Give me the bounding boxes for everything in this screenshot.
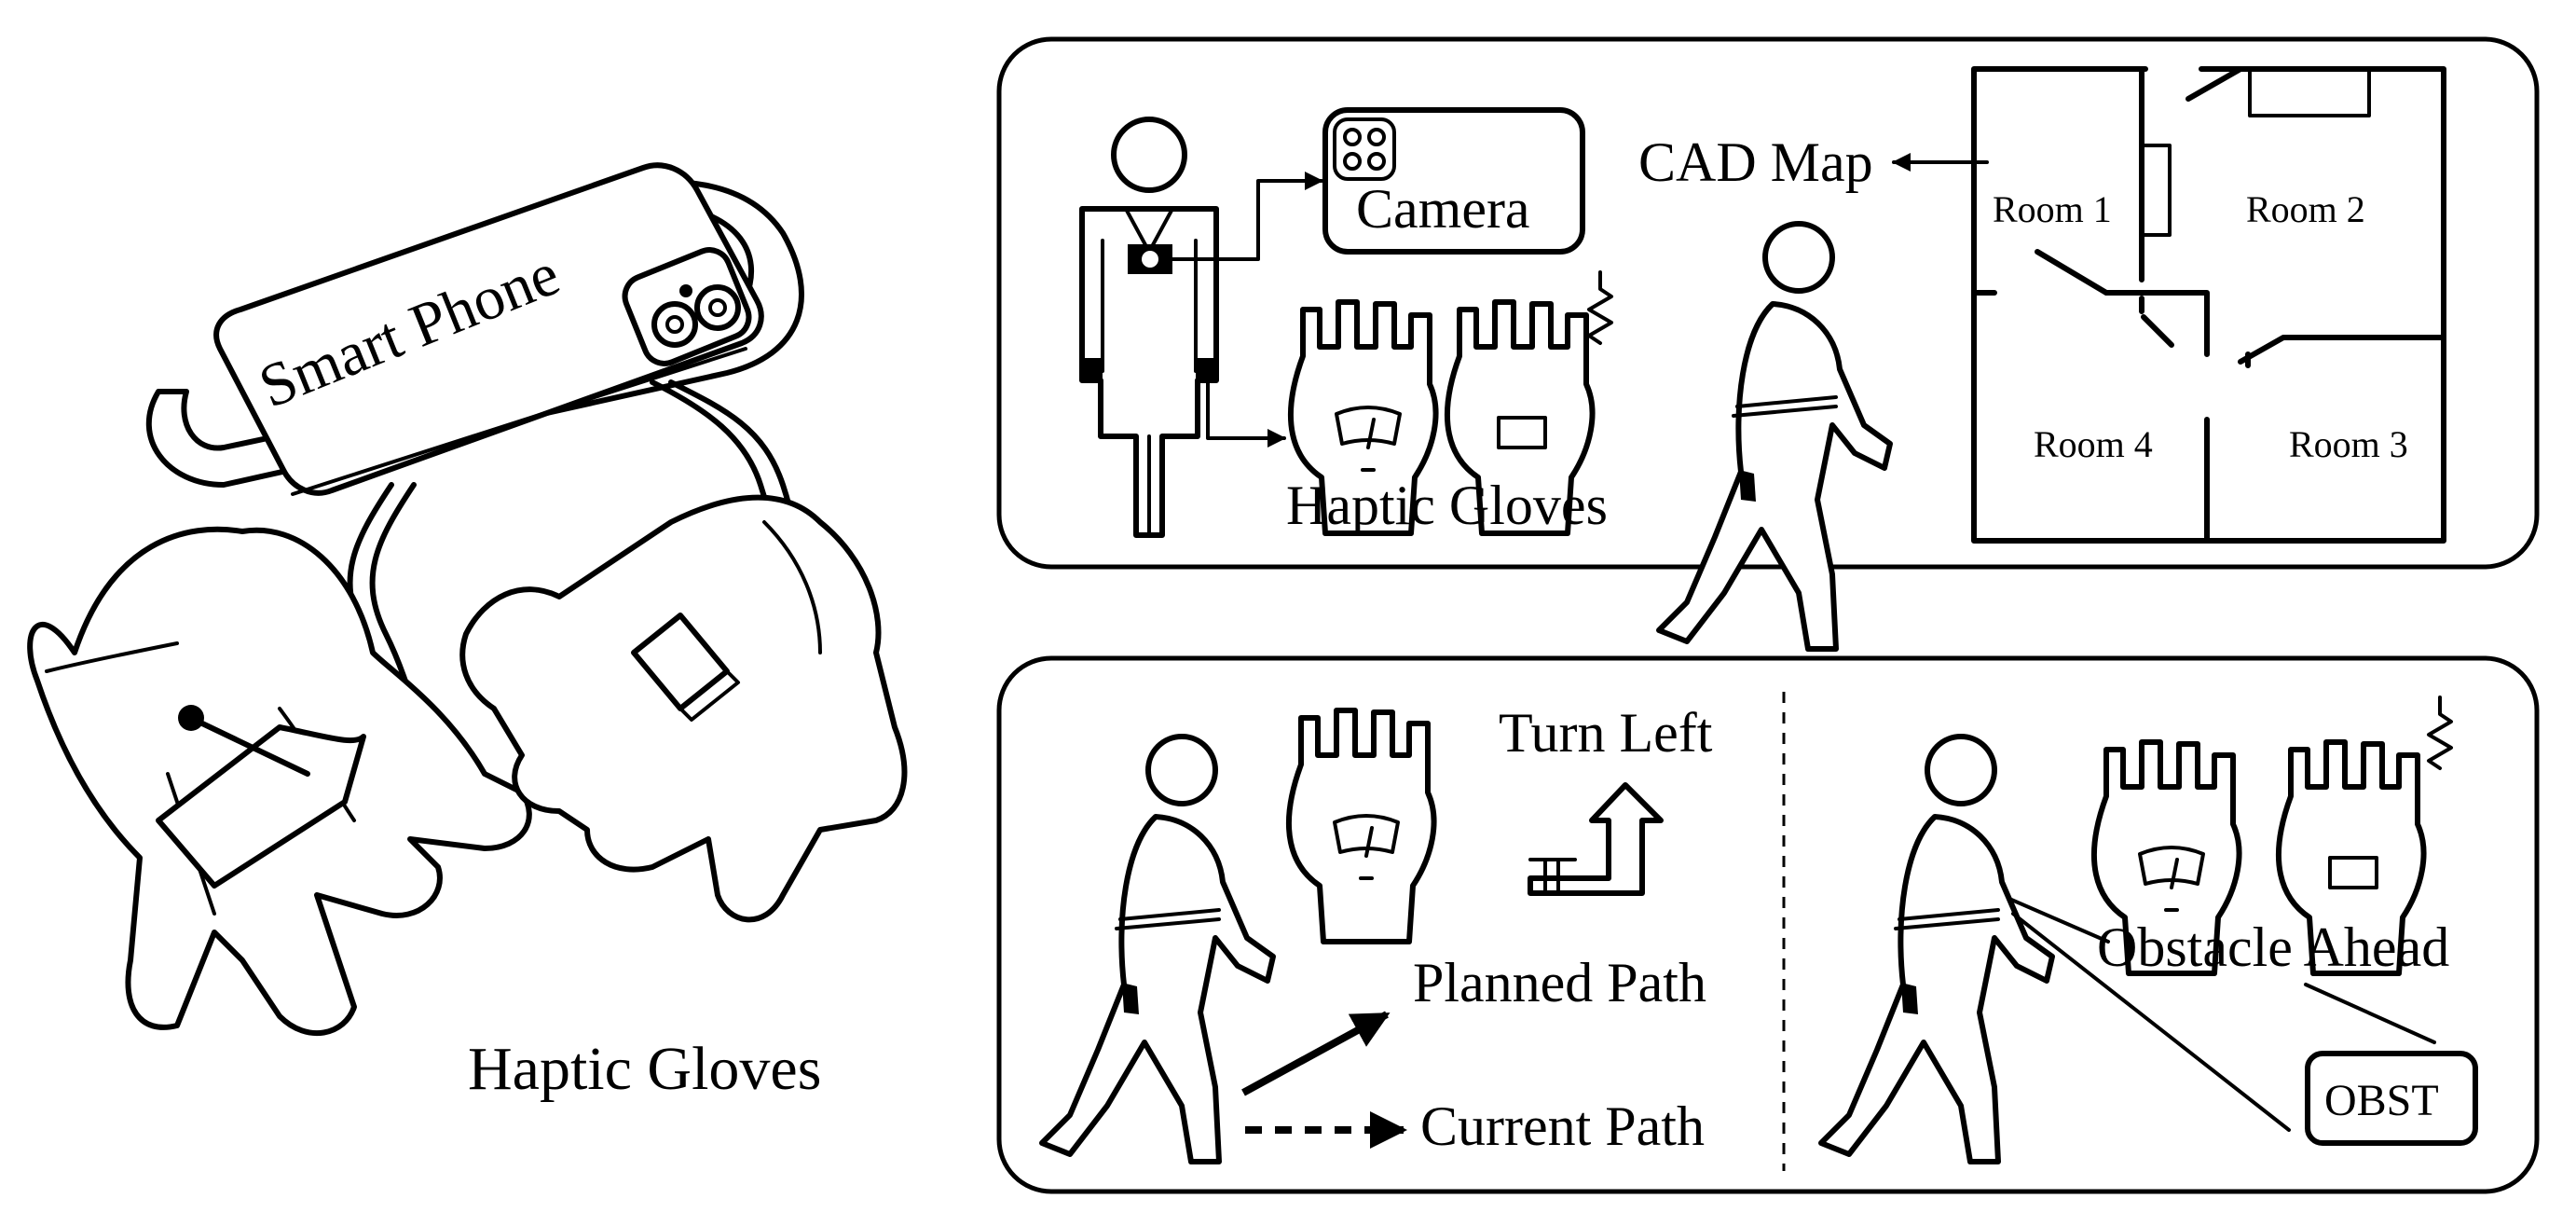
smartphone: Smart Phone: [213, 162, 764, 496]
turn-left-arrow-icon: [1528, 782, 1664, 896]
room-4-label: Room 4: [2034, 423, 2153, 465]
obst-sign: [2305, 1051, 2478, 1146]
obstacle-ahead-label: Obstacle Ahead: [2097, 916, 2449, 978]
walking-user-figure: [1821, 737, 2052, 1162]
obst-sign-label: OBST: [2324, 1076, 2439, 1125]
system-setup-panel: Camera Haptic Gloves CAD Map Room 1 Roo: [996, 36, 2540, 649]
vibration-signal-icon: [1587, 270, 1613, 345]
current-path-label: Current Path: [1420, 1095, 1705, 1157]
vibration-signal-icon: [2427, 696, 2453, 770]
glove-with-vibration-motor: [459, 494, 908, 923]
cad-map-label: CAD Map: [1638, 131, 1873, 193]
sensing-line: [2011, 912, 2291, 1132]
glove-with-gauge: [27, 526, 532, 1036]
room-1-label: Room 1: [1993, 188, 2112, 230]
camera-module-icon: [622, 247, 752, 366]
camera-label: Camera: [1356, 178, 1530, 240]
camera-device: Camera: [1322, 107, 1585, 255]
haptic-gloves-label: Haptic Gloves: [1286, 475, 1608, 536]
navigation-feedback-panel: Turn Left Planned Path Current Path Obst…: [996, 655, 2540, 1194]
left-haptic-gloves-label: Haptic Gloves: [468, 1035, 821, 1103]
wearable-system-illustration: Smart Phone Haptic Gloves: [27, 162, 908, 1103]
glove-with-gauge: [1289, 710, 1434, 942]
room-2-label: Room 2: [2246, 188, 2365, 230]
planned-path-arrow: [1241, 1011, 1391, 1096]
turn-left-label: Turn Left: [1499, 702, 1713, 764]
walking-user-figure: [1042, 737, 1273, 1162]
room-3-label: Room 3: [2289, 423, 2408, 465]
walking-user-figure: [1659, 224, 1890, 649]
user-standing-figure: [1082, 119, 1216, 535]
sensing-line: [2304, 983, 2436, 1044]
planned-path-label: Planned Path: [1413, 952, 1706, 1013]
vibration-motor-icon: [631, 613, 740, 722]
cad-floor-plan: Room 1 Room 2 Room 3 Room 4: [1971, 66, 2446, 544]
gauge-icon: [156, 705, 366, 889]
sensing-line: [2007, 897, 2110, 944]
